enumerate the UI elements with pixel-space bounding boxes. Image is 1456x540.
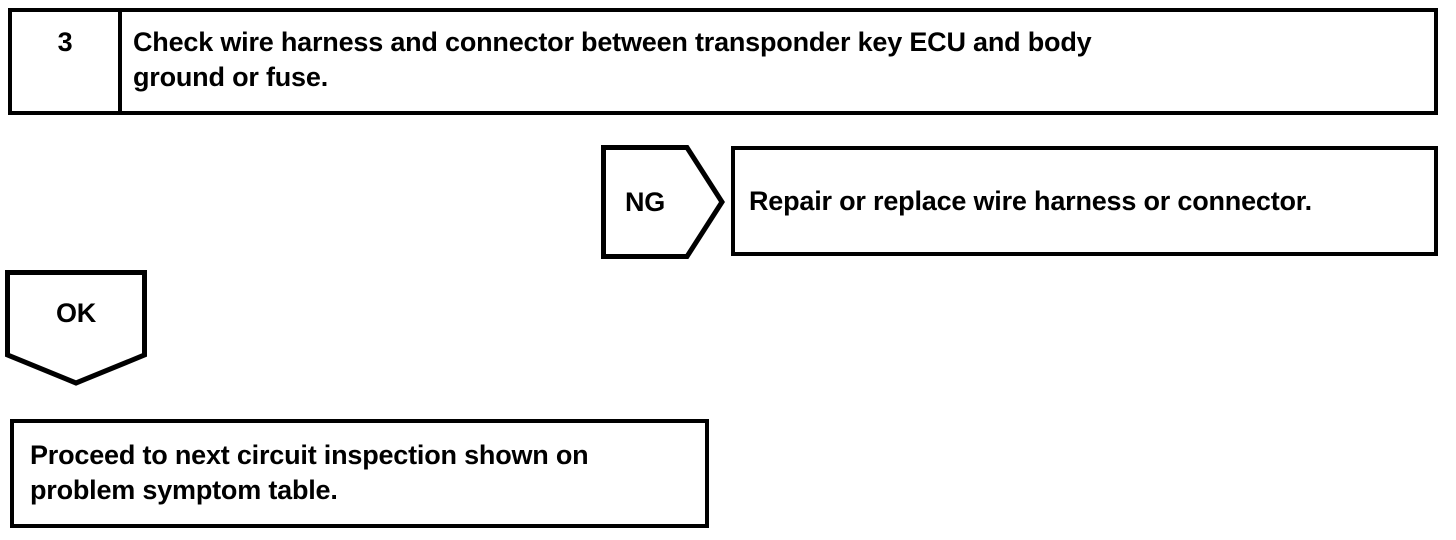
ok-result-box: Proceed to next circuit inspection shown…	[10, 419, 709, 528]
ok-label: OK	[55, 297, 97, 328]
ng-pentagon-right-icon	[601, 145, 725, 259]
ng-result-box: Repair or replace wire harness or connec…	[731, 146, 1438, 256]
ng-tag: NG	[601, 145, 725, 259]
ok-pentagon-down-icon	[5, 270, 147, 386]
step-number: 3	[57, 27, 73, 57]
step-instruction-line: ground or fuse.	[133, 62, 328, 92]
step-box: 3 Check wire harness and connector betwe…	[8, 8, 1438, 115]
ok-result-line: problem symptom table.	[30, 475, 338, 505]
step-instruction: Check wire harness and connector between…	[122, 12, 1434, 111]
ok-tag: OK	[5, 270, 147, 386]
ng-result-text: Repair or replace wire harness or connec…	[749, 185, 1312, 216]
step-instruction-line: Check wire harness and connector between…	[133, 27, 1092, 57]
ok-result-line: Proceed to next circuit inspection shown…	[30, 440, 589, 470]
step-number-cell: 3	[12, 12, 122, 111]
ng-label: NG	[624, 186, 666, 217]
